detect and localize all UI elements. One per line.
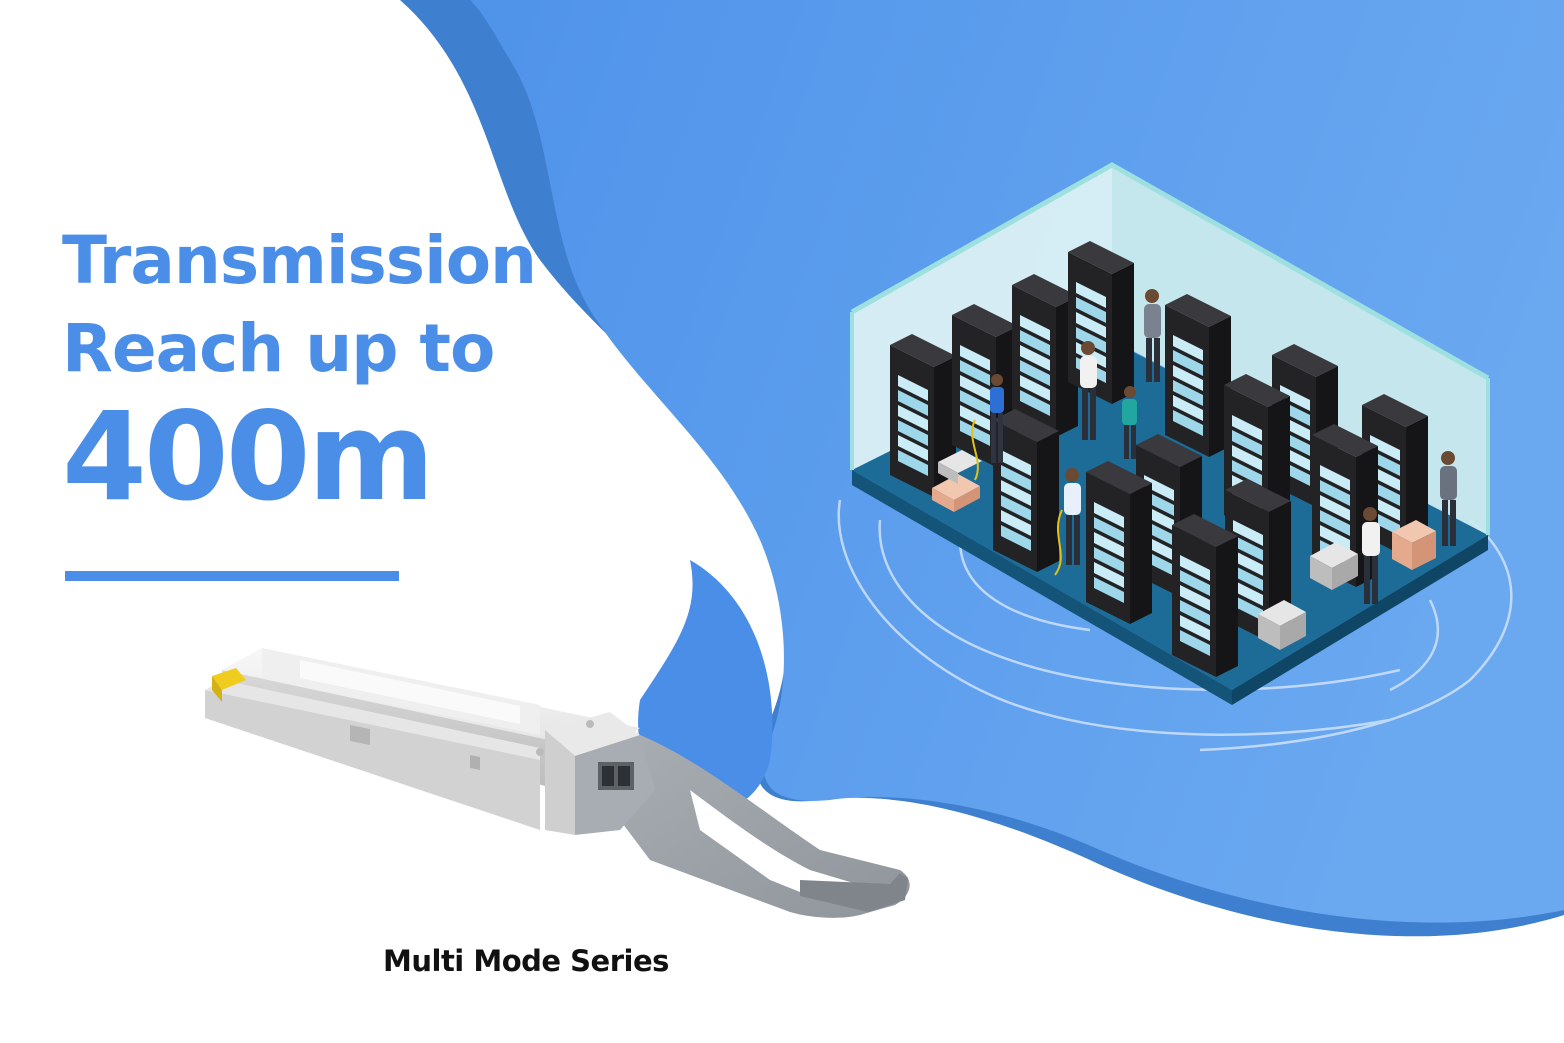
headline-distance: 400m bbox=[62, 386, 435, 528]
server-rack-icon bbox=[1362, 394, 1428, 557]
headline-underline bbox=[65, 571, 399, 581]
technicians bbox=[971, 289, 1457, 604]
technician-icon bbox=[1080, 341, 1097, 440]
technician-icon bbox=[1064, 468, 1081, 565]
technician-icon bbox=[1144, 289, 1161, 382]
server-rack-icon bbox=[1165, 294, 1231, 457]
server-rack-icon bbox=[1068, 241, 1134, 404]
headline: Transmission Reach up to 400m bbox=[62, 222, 537, 528]
technician-icon bbox=[1440, 451, 1457, 546]
headline-line-1: Transmission bbox=[62, 222, 537, 299]
product-series-caption: Multi Mode Series bbox=[383, 944, 669, 978]
technician-icon bbox=[1122, 386, 1137, 459]
server-rack-icon bbox=[993, 409, 1059, 572]
server-rack-icon bbox=[1172, 514, 1238, 677]
technician-icon bbox=[990, 374, 1004, 463]
headline-line-2: Reach up to bbox=[62, 310, 495, 387]
server-rack-icon bbox=[1086, 461, 1152, 624]
server-boxes bbox=[932, 450, 1436, 650]
technician-icon bbox=[1362, 507, 1380, 604]
